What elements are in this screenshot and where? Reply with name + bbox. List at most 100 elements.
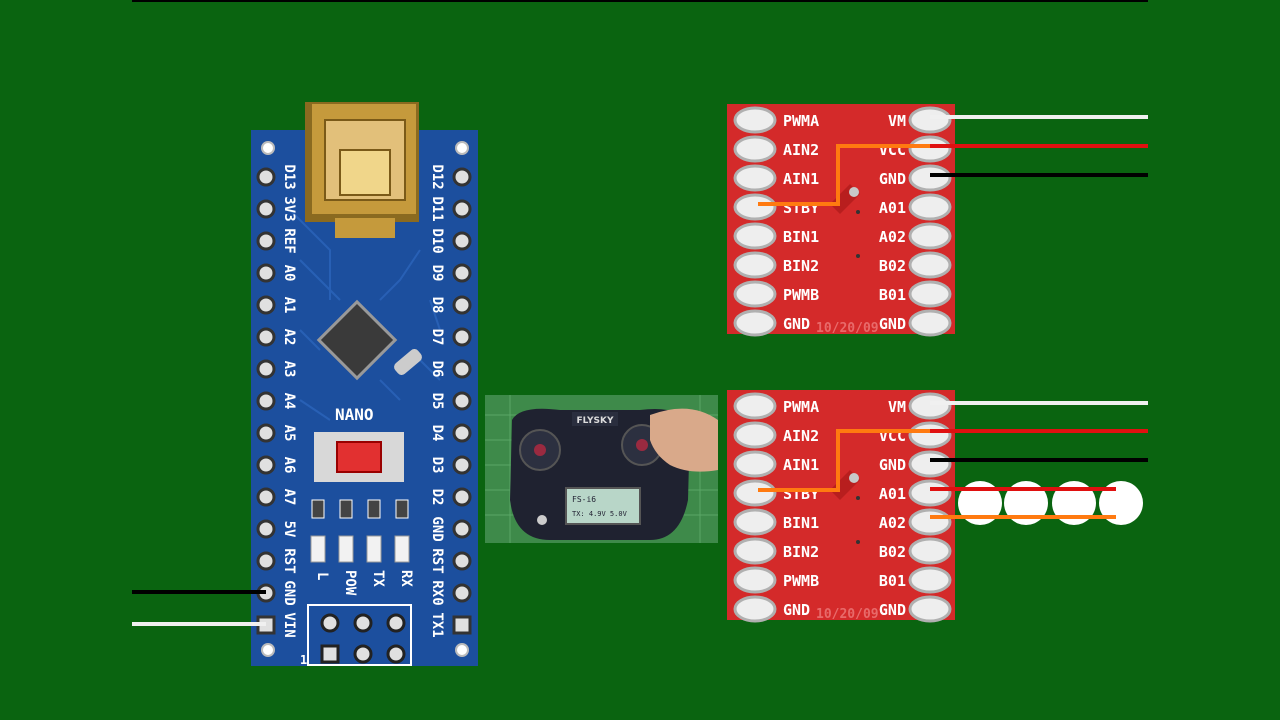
nano-pin-hole <box>256 423 276 443</box>
driver-pin-label: STBY <box>783 485 819 503</box>
nano-pin-hole <box>452 487 472 507</box>
nano-pin-label: 3V3 <box>281 196 297 221</box>
nano-pin-hole <box>452 199 472 219</box>
screen-line-2: TX: 4.9V 5.0V <box>572 510 628 518</box>
nano-pin-label: D11 <box>429 196 445 221</box>
nano-pin-label: D2 <box>429 489 445 506</box>
nano-pin-label: GND <box>281 580 297 605</box>
driver-pin-pad <box>908 309 952 337</box>
driver-pin-pad <box>908 450 952 478</box>
right-stick <box>636 439 648 451</box>
driver-pin-label: VM <box>888 398 906 416</box>
nano-pin-hole <box>256 327 276 347</box>
driver-pin-pad <box>733 164 777 192</box>
driver-pin-label: AIN1 <box>783 170 819 188</box>
nano-pin-hole <box>452 263 472 283</box>
driver-pin-pad <box>908 421 952 449</box>
nano-pin-hole <box>256 391 276 411</box>
nano-pin-label: D6 <box>429 361 445 378</box>
driver-pin-label: A02 <box>879 514 906 532</box>
driver-pin-label: GND <box>879 170 906 188</box>
nano-pin-hole <box>256 455 276 475</box>
power-knob <box>537 515 547 525</box>
driver-pin-label: BIN2 <box>783 543 819 561</box>
driver-pin-label: A02 <box>879 228 906 246</box>
driver-pin-pad <box>908 537 952 565</box>
driver-pin-label: B01 <box>879 572 906 590</box>
mcu-chip <box>316 299 398 381</box>
nano-pin-hole <box>256 295 276 315</box>
icsp-outline <box>307 604 412 666</box>
driver-pin-pad <box>733 566 777 594</box>
nano-pin-hole <box>256 519 276 539</box>
driver-pin-pad <box>908 479 952 507</box>
nano-pin-label: REF <box>281 228 297 253</box>
screen-line-1: FS-i6 <box>572 495 596 504</box>
reset-button <box>336 441 382 473</box>
led-label: TX <box>370 570 386 587</box>
nano-pin-hole <box>256 167 276 187</box>
nano-pin-label: D12 <box>429 164 445 189</box>
motor-led <box>1052 481 1096 525</box>
driver-pin-label: A01 <box>879 485 906 503</box>
nano-pin-label: D9 <box>429 265 445 282</box>
nano-pin-label: A4 <box>281 393 297 410</box>
driver-pin-label: B02 <box>879 257 906 275</box>
led-label: RX <box>398 570 414 587</box>
nano-pin-label: TX1 <box>429 612 445 637</box>
nano-pin-label: RX0 <box>429 580 445 605</box>
crystal <box>394 349 422 375</box>
nano-pin-label: A5 <box>281 425 297 442</box>
nano-pin-hole <box>256 199 276 219</box>
nano-pin-label: D8 <box>429 297 445 314</box>
driver-pin-pad <box>733 280 777 308</box>
driver-pin-label: GND <box>783 315 810 333</box>
nano-pin-label: D7 <box>429 329 445 346</box>
nano-pin-label: RST <box>429 548 445 573</box>
driver-pin-label: B01 <box>879 286 906 304</box>
transmitter-screen <box>565 487 641 525</box>
leds <box>310 535 410 563</box>
driver-via <box>856 496 860 500</box>
nano-traces <box>289 209 441 421</box>
driver-pin-label: A01 <box>879 199 906 217</box>
arduino-nano: NANO L POW TX RX 1 <box>251 102 478 667</box>
transmitter-photo: FLYSKY FS-i6 TX: 4.9V 5.0V <box>485 395 718 543</box>
driver-pin-pad <box>908 135 952 163</box>
driver-pin-pad <box>733 222 777 250</box>
nano-pin-hole <box>256 263 276 283</box>
driver-pin-pad <box>733 508 777 536</box>
motor-driver-2: PWMAAIN2AIN1STBYBIN1BIN2PWMBGNDVMVCCGNDA… <box>727 390 955 623</box>
driver-pin-pad <box>733 595 777 623</box>
nano-pin-label: D3 <box>429 457 445 474</box>
nano-pin-hole <box>452 359 472 379</box>
driver-pin-pad <box>908 222 952 250</box>
driver-pin-label: PWMA <box>783 398 819 416</box>
nano-pin-label: VIN <box>281 612 297 637</box>
icsp-pins <box>320 613 406 664</box>
led-label: POW <box>342 570 358 596</box>
driver-pin-label: BIN1 <box>783 228 819 246</box>
driver-pin-label: B02 <box>879 543 906 561</box>
nano-pin-label: RST <box>281 548 297 573</box>
driver-pin-pad <box>733 106 777 134</box>
driver-2-wires <box>758 401 1148 525</box>
driver-pin-label: PWMA <box>783 112 819 130</box>
nano-pin-hole <box>452 231 472 251</box>
icsp-mark: 1 <box>300 653 307 667</box>
nano-pin-label: A1 <box>281 297 297 314</box>
driver-via <box>856 210 860 214</box>
driver-pin-label: AIN1 <box>783 456 819 474</box>
usb-slot <box>339 149 391 196</box>
driver-pin-pad <box>733 309 777 337</box>
driver-pin-pad <box>733 193 777 221</box>
nano-pin-hole <box>452 391 472 411</box>
driver-pin-pad <box>908 508 952 536</box>
driver-pin-pad <box>733 421 777 449</box>
driver-1-wires <box>758 115 1148 206</box>
driver-pin-pad <box>733 135 777 163</box>
hand <box>650 408 718 472</box>
driver-via <box>856 540 860 544</box>
